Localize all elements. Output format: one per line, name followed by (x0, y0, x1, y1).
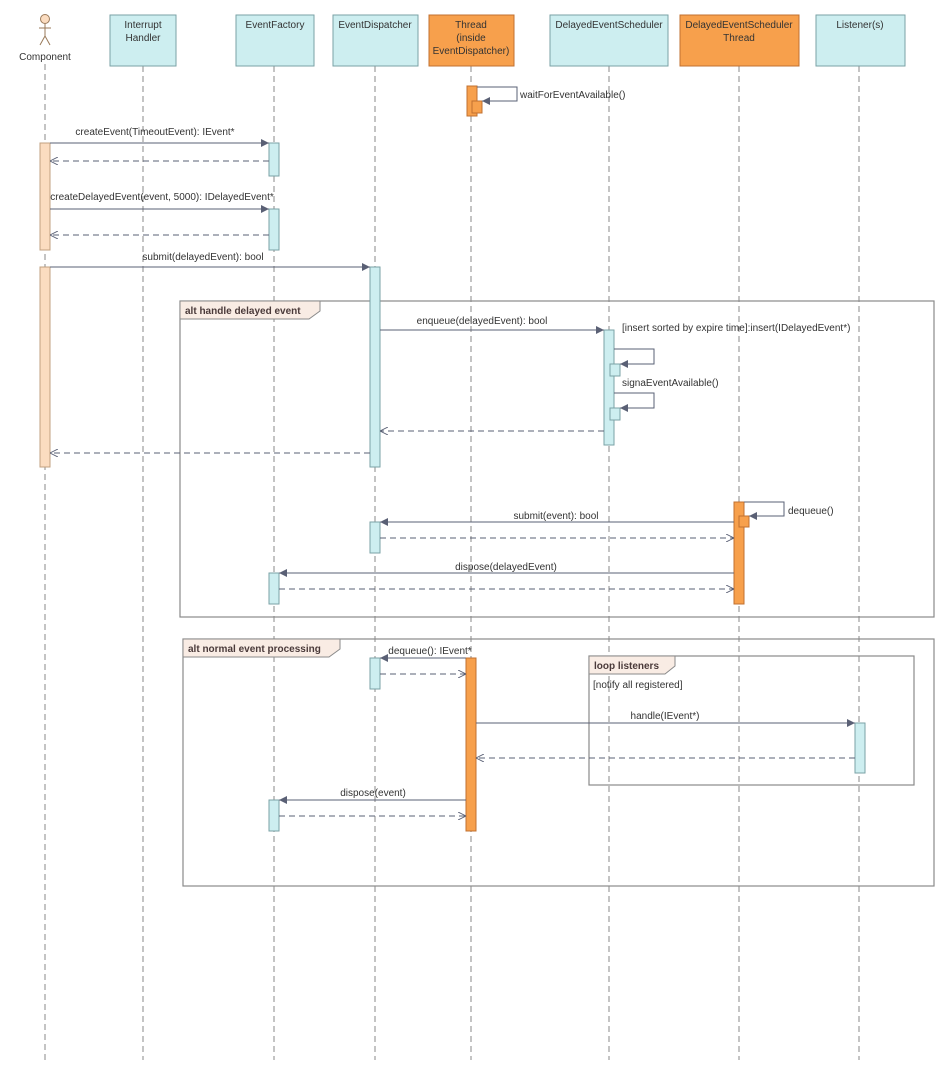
activation-factory-3 (268, 572, 280, 605)
activation-thread-wait-nested (471, 100, 483, 114)
activation-scheduler-thread (733, 501, 745, 605)
activation-factory-1 (268, 142, 280, 177)
header-label-line: (inside (456, 33, 486, 44)
frame-label: alt handle delayed event (185, 306, 301, 317)
label-create-event: createEvent(TimeoutEvent): IEvent* (75, 127, 234, 138)
label-dequeue-ievent: dequeue(): IEvent* (388, 646, 471, 657)
lifeline-header-interrupt-handler: Interrupt Handler (109, 14, 177, 67)
activation-dispatcher-3 (369, 657, 381, 690)
activation-factory-4 (268, 799, 280, 832)
activation-component-1 (39, 142, 51, 251)
lifeline-header-delayed-event-scheduler: DelayedEventScheduler (549, 14, 669, 67)
label-submit-event: submit(event): bool (513, 511, 598, 522)
activation-scheduler (603, 329, 615, 446)
label-dispose-delayed: dispose(delayedEvent) (455, 562, 557, 573)
lifeline-header-event-dispatcher: EventDispatcher (332, 14, 419, 67)
message-labels: waitForEventAvailable() createEvent(Time… (50, 90, 850, 799)
label-submit-delayed: submit(delayedEvent): bool (142, 252, 263, 263)
label-dequeue-self: dequeue() (788, 506, 834, 517)
message-signal-event (614, 392, 655, 412)
activation-dispatcher-2 (369, 521, 381, 554)
loop-guard: [notify all registered] (593, 680, 683, 691)
lifeline-header-listeners: Listener(s) (815, 14, 906, 67)
header-label-line: Thread (723, 33, 755, 44)
message-wait-for-event (477, 86, 518, 105)
header-label-line: DelayedEventScheduler (555, 20, 663, 31)
activation-scheduler-insert (609, 363, 621, 377)
stick-figure-icon (39, 14, 51, 46)
header-label-line: Thread (455, 20, 487, 31)
activation-thread-processing (465, 657, 477, 832)
activation-component-2 (39, 266, 51, 468)
label-wait-for-event: waitForEventAvailable() (519, 90, 625, 101)
actor-component: Component (19, 14, 71, 63)
header-label-line: EventDispatcher) (433, 46, 510, 57)
header-label-line: DelayedEventScheduler (685, 20, 793, 31)
label-create-delayed-event: createDelayedEvent(event, 5000): IDelaye… (50, 192, 274, 203)
lifeline-header-scheduler-thread: DelayedEventScheduler Thread (679, 14, 800, 67)
activation-dispatcher-1 (369, 266, 381, 468)
activation-factory-2 (268, 208, 280, 251)
header-label-line: Handler (125, 33, 161, 44)
messages (50, 86, 855, 816)
frame-label: loop listeners (594, 661, 659, 672)
header-label-line: EventFactory (246, 20, 305, 31)
message-dequeue-self (744, 501, 785, 520)
header-label-line: EventDispatcher (338, 20, 412, 31)
header-label-line: Listener(s) (836, 20, 883, 31)
frame-label: alt normal event processing (188, 644, 321, 655)
activation-scheduler-thread-dequeue (738, 515, 750, 528)
frame-alt-delayed-event: alt handle delayed event (179, 300, 935, 618)
activation-listeners (854, 722, 866, 774)
label-dispose-event: dispose(event) (340, 788, 406, 799)
label-enqueue: enqueue(delayedEvent): bool (417, 316, 548, 327)
header-label-line: Interrupt (124, 20, 161, 31)
message-insert-sorted (614, 348, 655, 368)
label-signal-event: signaEventAvailable() (622, 378, 719, 389)
lifeline-header-event-factory: EventFactory (235, 14, 315, 67)
label-insert-sorted: [insert sorted by expire time]:insert(ID… (622, 323, 850, 334)
label-handle: handle(IEvent*) (631, 711, 700, 722)
activation-bars (39, 85, 866, 832)
actor-label: Component (19, 52, 71, 63)
activation-scheduler-signal (609, 407, 621, 421)
frame-alt-normal-processing: alt normal event processing (182, 638, 935, 887)
lifeline-header-thread: Thread (inside EventDispatcher) (428, 14, 515, 67)
frame-loop-listeners: loop listeners [notify all registered] (588, 655, 915, 786)
